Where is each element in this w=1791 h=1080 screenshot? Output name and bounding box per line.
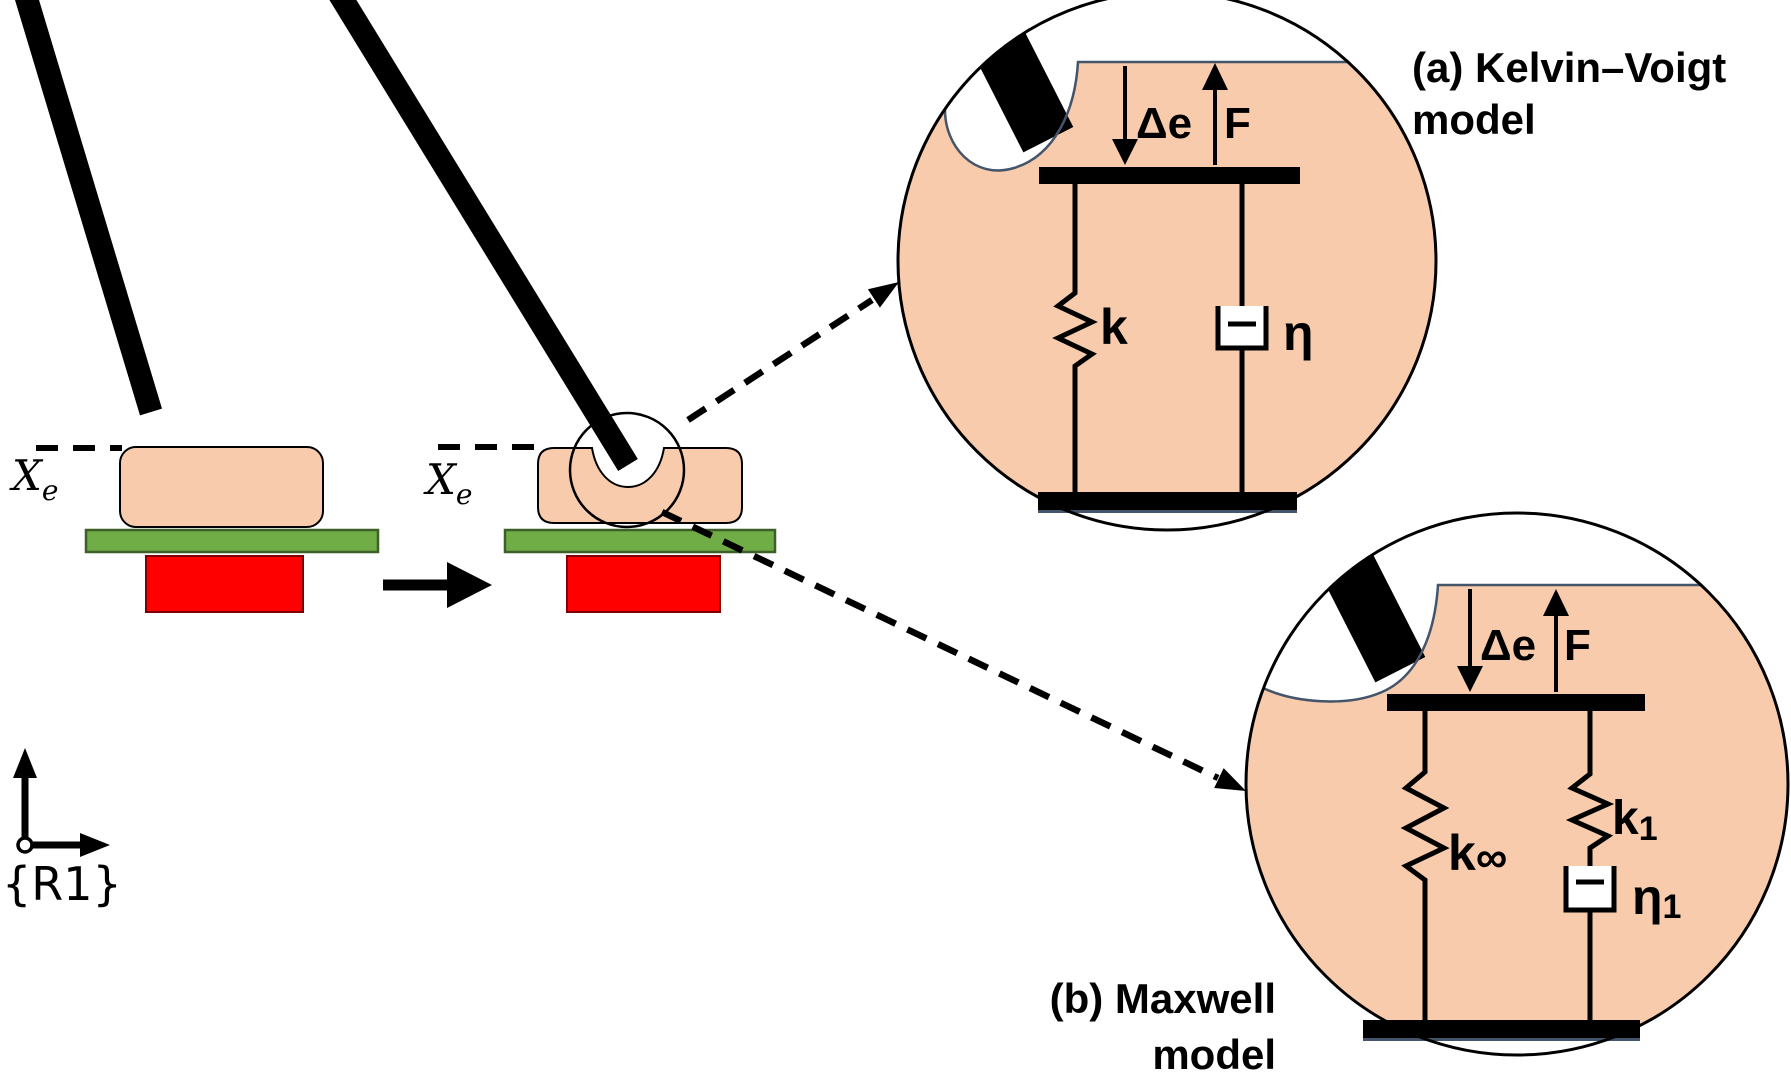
spring-1-label: k1 xyxy=(1612,792,1658,848)
base-plate-bar xyxy=(1363,1020,1640,1038)
damper-cup-icon xyxy=(1215,306,1269,351)
indent-label: Δe xyxy=(1480,621,1536,670)
force-label: F xyxy=(1564,621,1591,670)
kelvin-voigt-callout: k η Δe F xyxy=(896,0,1438,532)
probe-tip-icon xyxy=(1322,553,1426,683)
tissue-cross-section xyxy=(1246,585,1788,1055)
tissue-cross-section xyxy=(898,62,1436,530)
reference-frame-icon: {R1} xyxy=(2,748,122,911)
probe-rod-icon xyxy=(14,0,163,416)
x-ref-label: Xe xyxy=(9,451,58,507)
magnifier-circle-icon xyxy=(568,411,686,529)
caption-line1: (b) Maxwell xyxy=(1050,975,1276,1022)
scene-undeformed: Xe xyxy=(9,0,380,613)
indent-arrow-icon xyxy=(1457,589,1483,692)
damper-label: η xyxy=(1283,305,1314,361)
top-plate-bar xyxy=(1387,694,1645,711)
x-ref-label: Xe xyxy=(423,455,472,511)
scene-indented: Xe xyxy=(329,0,777,613)
spring-infinity-label: k∞ xyxy=(1448,825,1507,882)
frame-label: {R1} xyxy=(2,857,122,911)
green-plate xyxy=(84,528,380,554)
top-plate-bar xyxy=(1039,167,1300,184)
damper-1-cup-icon xyxy=(1563,866,1617,913)
base-plate-bar xyxy=(1038,492,1297,510)
red-base xyxy=(145,555,304,613)
force-arrow-icon xyxy=(1202,63,1228,165)
zoom-callout-arrow-a-icon xyxy=(686,282,899,423)
spring-1-icon xyxy=(1565,711,1615,882)
force-label: F xyxy=(1224,99,1251,148)
caption-line2: model xyxy=(1412,96,1536,143)
probe-tip-icon xyxy=(970,23,1074,153)
probe-rod-icon xyxy=(329,0,638,472)
spring-infinity-icon xyxy=(1400,711,1450,1020)
zoom-callout-arrow-b-icon xyxy=(660,509,1246,791)
indent-label: Δe xyxy=(1136,99,1192,148)
caption-line1: (a) Kelvin–Voigt xyxy=(1412,44,1726,91)
caption-line2: model xyxy=(1152,1031,1276,1078)
maxwell-callout: k∞ k1 η1 Δe F xyxy=(1244,511,1790,1057)
callout-circle-outline xyxy=(1244,511,1790,1057)
callout-circle-outline xyxy=(896,0,1438,532)
tissue-block-indented xyxy=(537,447,743,524)
tissue-surface-line xyxy=(1262,583,1705,703)
transition-arrow-icon xyxy=(383,562,492,608)
tissue-block xyxy=(119,446,324,528)
red-base xyxy=(566,555,721,613)
kelvin-voigt-caption: (a) Kelvin–Voigt model xyxy=(1412,44,1726,143)
spring-label: k xyxy=(1100,299,1128,355)
damper-1-label: η1 xyxy=(1632,869,1681,926)
indent-arrow-icon xyxy=(1112,66,1138,165)
tissue-surface-line xyxy=(943,60,1352,172)
force-arrow-icon xyxy=(1543,589,1569,692)
maxwell-caption: (b) Maxwell model xyxy=(1050,975,1276,1078)
spring-icon xyxy=(1052,184,1098,492)
